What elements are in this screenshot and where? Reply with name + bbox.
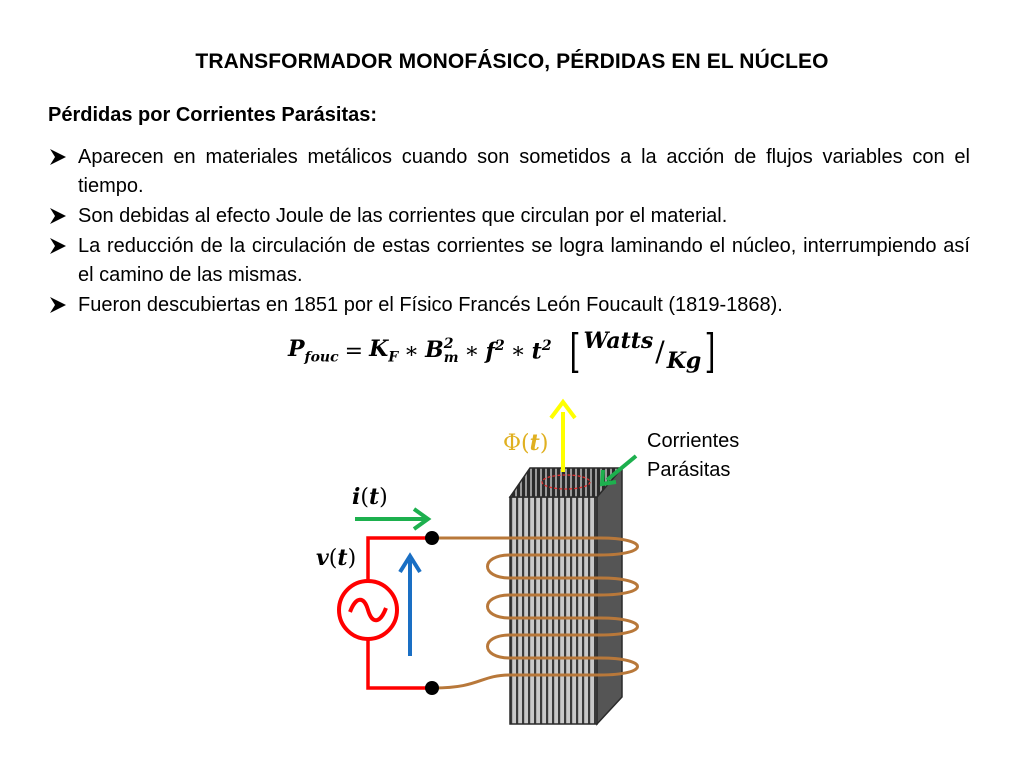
voltage-label: v(t) [316,545,357,571]
current-arrow [355,507,432,531]
terminal-dot [425,531,439,545]
formula-multiply: ∗ [464,338,480,364]
eddy-pointer-arrow [599,454,638,487]
eddy-currents-label: Corrientes Parásitas [647,430,740,481]
formula-thickness: t2 [531,337,552,365]
bullet-text: Fueron descubiertas en 1851 por el Físic… [78,294,783,316]
formula-equals: = [344,338,364,364]
bullet-item: Son debidas al efecto Joule de las corri… [48,202,970,231]
arrow-bullet-icon [50,238,66,254]
ac-source-icon [337,579,399,641]
bullet-list: Aparecen en materiales metálicos cuando … [48,143,970,321]
formula-frequency: f2 [485,337,505,365]
fraction-slash-icon: / [655,334,665,368]
right-bracket-icon: ] [704,324,716,378]
bullet-item: Fueron descubiertas en 1851 por el Físic… [48,291,970,320]
arrow-bullet-icon [50,208,66,224]
bullet-item: Aparecen en materiales metálicos cuando … [48,143,970,201]
bullet-text: La reducción de la circulación de estas … [78,235,970,286]
left-bracket-icon: [ [569,324,580,378]
formula-constant: KF [369,336,399,366]
bullet-item: La reducción de la circulación de estas … [48,232,970,290]
circuit-wire [366,536,434,690]
voltage-arrow [398,552,422,656]
arrow-bullet-icon [50,149,66,165]
coil-winding [433,536,639,690]
unit-denominator: Kg [666,348,702,374]
arrow-bullet-icon [50,297,66,313]
slide-title: TRANSFORMADOR MONOFÁSICO, PÉRDIDAS EN EL… [195,50,829,73]
formula-unit: [ Watts / Kg ] [566,328,720,374]
flux-label: Φ(t) [503,430,549,456]
section-subtitle: Pérdidas por Corrientes Parásitas: [48,104,378,126]
current-label: i(t) [352,484,388,510]
formula-power: Pfouc [288,336,339,366]
flux-arrow [549,398,577,472]
bullet-text: Son debidas al efecto Joule de las corri… [78,205,728,227]
formula-multiply: ∗ [510,338,526,364]
formula-multiply: ∗ [404,338,420,364]
unit-numerator: Watts [583,328,654,354]
bullet-text: Aparecen en materiales metálicos cuando … [78,146,970,197]
terminal-dot [425,681,439,695]
